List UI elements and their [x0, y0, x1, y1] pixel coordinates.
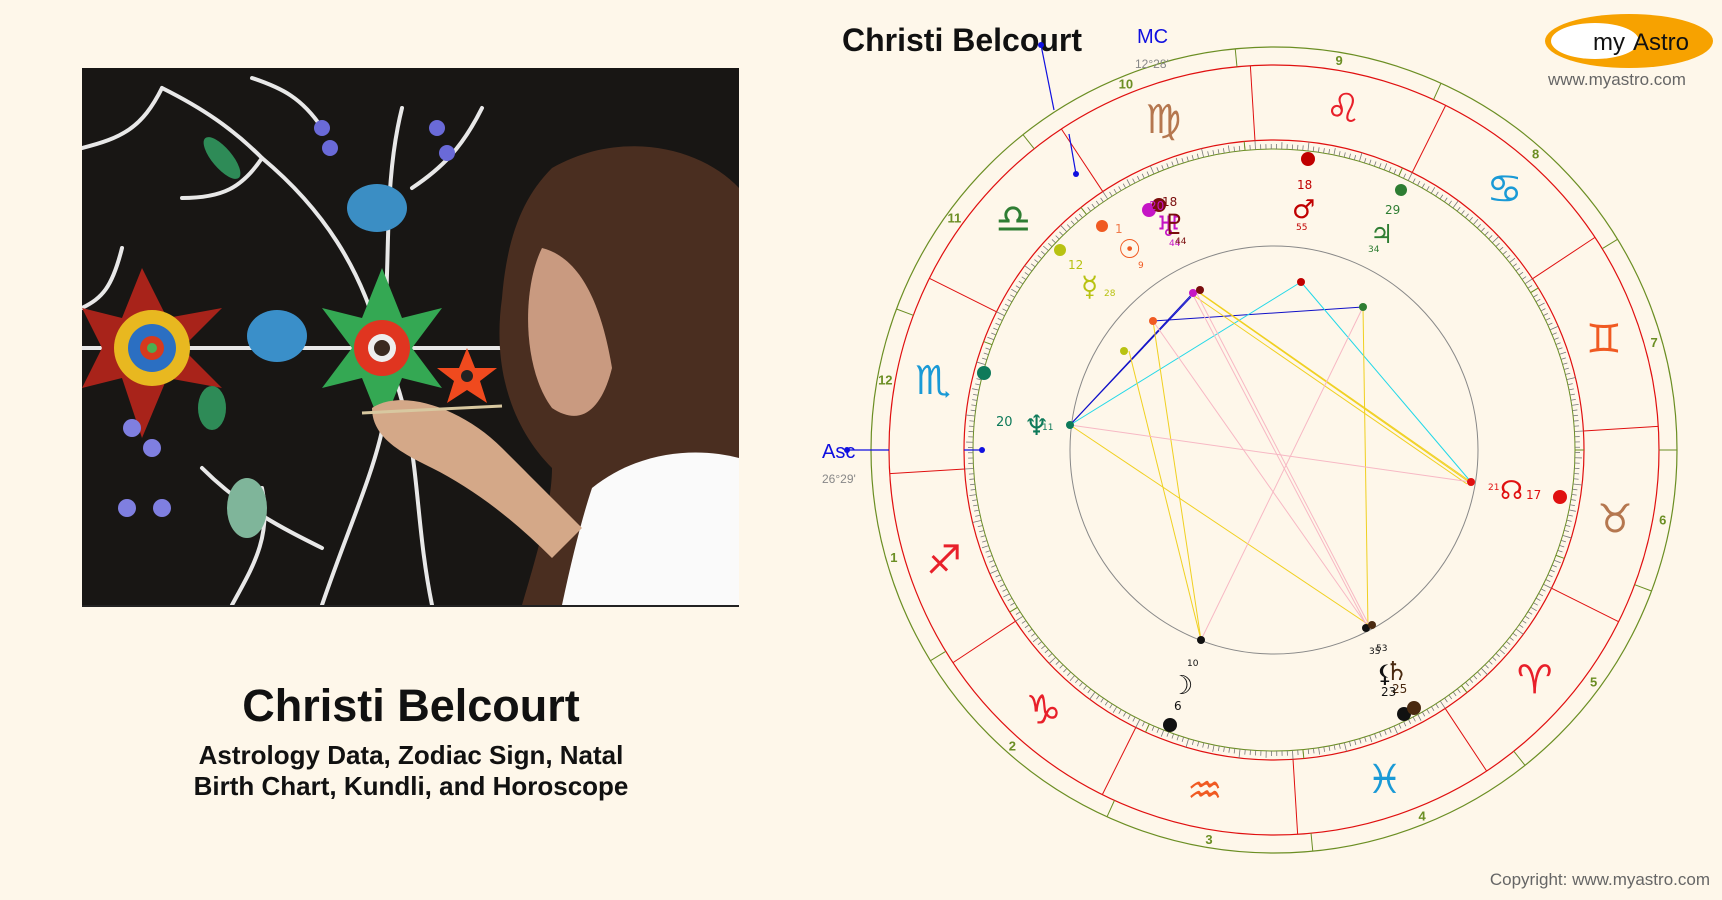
pluto-degree: 18 [1162, 195, 1177, 209]
logo-text-my: my [1593, 29, 1625, 56]
myastro-logo[interactable]: my Astro [1543, 12, 1715, 70]
sun-degree: 1 [1115, 222, 1123, 236]
subtitle-line-1: Astrology Data, Zodiac Sign, Natal [198, 740, 624, 770]
sign-glyph-libra: ♎︎ [995, 196, 1031, 242]
person-name-heading: Christi Belcourt [242, 680, 580, 731]
house-number-5: 5 [1590, 675, 1597, 690]
house-number-3: 3 [1205, 832, 1212, 847]
uranus-minute: 44 [1169, 239, 1181, 249]
north-node-minute: 21 [1488, 483, 1499, 493]
copyright-text: Copyright: www.myastro.com [1489, 870, 1710, 889]
sun-minute: 9 [1138, 261, 1144, 271]
neptune-degree: 20 [996, 415, 1013, 430]
house-number-8: 8 [1532, 147, 1539, 162]
sign-glyph-aquarius: ♒︎ [1187, 768, 1223, 814]
mercury-glyph: ☿ [1081, 270, 1098, 303]
house-number-11: 11 [947, 210, 961, 225]
page-subtitle: Astrology Data, Zodiac Sign, Natal Birth… [60, 740, 762, 802]
logo-text-astro: Astro [1633, 29, 1689, 56]
neptune-glyph: ♆ [1024, 409, 1049, 442]
sign-glyph-scorpio: ♏︎ [915, 358, 951, 404]
house-number-2: 2 [1009, 738, 1016, 753]
mars-minute: 55 [1296, 223, 1307, 233]
saturn-minute: 53 [1376, 644, 1387, 654]
sign-glyph-gemini: ♊︎ [1586, 316, 1622, 362]
moon-glyph: ☽ [1170, 671, 1193, 701]
house-number-6: 6 [1659, 513, 1666, 528]
mc-label: MC [1137, 26, 1168, 48]
sun-glyph: ☉ [1118, 235, 1141, 265]
aspect-circle [1069, 245, 1479, 655]
neptune-minute: 11 [1042, 423, 1053, 433]
house-number-7: 7 [1651, 335, 1658, 350]
portrait-photo [82, 68, 739, 607]
north-node-degree: 17 [1526, 488, 1541, 502]
house-number-12: 12 [878, 372, 892, 387]
jupiter-minute: 34 [1368, 245, 1380, 255]
asc-label: Asc [822, 441, 855, 463]
saturn-glyph: ♄ [1385, 657, 1408, 687]
pluto-minute: 44 [1175, 237, 1187, 247]
mars-degree: 18 [1297, 178, 1312, 192]
mercury-degree: 12 [1068, 258, 1083, 272]
mc-degree: 12°28' [1135, 57, 1169, 71]
sign-glyph-leo: ♌︎ [1325, 86, 1361, 132]
logo-url[interactable]: www.myastro.com [1548, 70, 1686, 89]
moon-degree: 6 [1174, 699, 1182, 713]
sign-glyph-cancer: ♋︎ [1487, 166, 1523, 212]
sign-glyph-capricorn: ♑︎ [1026, 688, 1062, 734]
house-number-9: 9 [1335, 53, 1342, 68]
jupiter-degree: 29 [1385, 203, 1400, 217]
lilith-degree: 23 [1381, 685, 1396, 699]
north-node-glyph: ☊ [1500, 476, 1523, 506]
sign-glyph-taurus: ♉︎ [1597, 496, 1633, 542]
jupiter-glyph: ♃ [1370, 220, 1393, 250]
sign-glyph-sagittarius: ♐︎ [926, 538, 962, 584]
subtitle-line-2: Birth Chart, Kundli, and Horoscope [193, 771, 629, 801]
house-number-4: 4 [1418, 809, 1426, 824]
house-number-1: 1 [890, 550, 897, 565]
uranus-degree: 20 [1149, 199, 1164, 213]
house-number-10: 10 [1119, 76, 1133, 91]
saturn-degree: 25 [1392, 682, 1407, 696]
moon-minute: 10 [1187, 659, 1199, 669]
uranus-glyph: ♅ [1156, 210, 1181, 243]
sign-glyph-pisces: ♓︎ [1367, 757, 1403, 803]
lilith-glyph: ⚸ [1376, 660, 1394, 688]
pluto-glyph: ♇ [1162, 208, 1187, 241]
asc-degree: 26°29' [822, 472, 856, 486]
mercury-minute: 28 [1104, 289, 1116, 299]
mars-glyph: ♂ [1292, 195, 1315, 225]
sign-glyph-virgo: ♍︎ [1146, 97, 1182, 143]
lilith-minute: 35 [1369, 647, 1380, 657]
sign-glyph-aries: ♈︎ [1517, 658, 1553, 704]
